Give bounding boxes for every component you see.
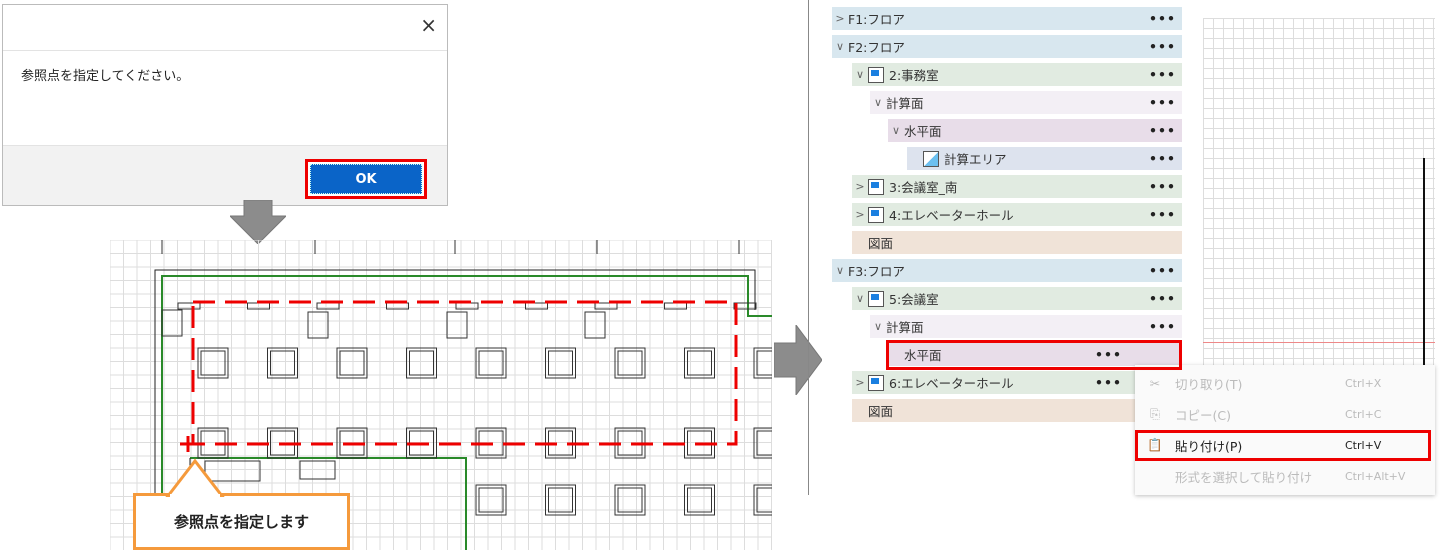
menu-item-shortcut: Ctrl+C [1345, 407, 1382, 421]
wall-line [1423, 158, 1425, 495]
menu-item-label: 切り取り(T) [1175, 376, 1243, 392]
arrow-down-icon [230, 200, 286, 244]
more-icon[interactable]: ••• [1095, 347, 1122, 362]
tree-node-label: F1:フロア [848, 12, 905, 27]
tree-view: >F1:フロア•••∨F2:フロア•••∨2:事務室•••∨計算面•••∨水平面… [832, 7, 1182, 432]
tree-node-label: 計算面 [886, 320, 924, 335]
more-icon[interactable]: ••• [1149, 39, 1176, 54]
room-icon [868, 206, 884, 223]
tree-node[interactable]: ∨ 2:事務室 ••• [852, 63, 1182, 86]
tree-node-label: 2:事務室 [889, 68, 939, 83]
room-icon [868, 66, 884, 83]
calc-area-icon [923, 150, 939, 167]
callout-reference-point: 参照点を指定します [133, 493, 350, 550]
tree-node-label: 計算面 [886, 96, 924, 111]
tree-node-label: 図面 [868, 236, 894, 251]
arrow-right-icon [774, 325, 822, 395]
tree-node[interactable]: 計算エリア ••• [907, 147, 1182, 170]
more-icon[interactable]: ••• [1149, 11, 1176, 26]
message-dialog: × 参照点を指定してください。 OK [2, 4, 448, 206]
room-icon [868, 178, 884, 195]
tree-node-label: 6:エレベーターホール [889, 376, 1014, 391]
menu-item[interactable]: ✂ 切り取り(T) Ctrl+X [1135, 370, 1435, 396]
tree-node-label: F3:フロア [848, 264, 905, 279]
menu-item[interactable]: 形式を選択して貼り付け Ctrl+Alt+V [1135, 463, 1435, 489]
tree-node[interactable]: >6:エレベーターホール ••• [852, 371, 1182, 394]
chevron-icon[interactable]: > [855, 180, 865, 193]
tree-node[interactable]: >3:会議室_南 ••• [852, 175, 1182, 198]
tree-node[interactable]: 図面 [852, 231, 1182, 254]
tree-node[interactable]: 水平面 ••• [888, 343, 1182, 366]
chevron-icon[interactable]: ∨ [855, 68, 865, 81]
close-icon[interactable]: × [420, 13, 437, 37]
chevron-icon[interactable]: ∨ [873, 96, 883, 109]
tree-node-label: 水平面 [904, 348, 942, 363]
menu-item-shortcut: Ctrl+V [1345, 438, 1382, 452]
chevron-icon[interactable]: ∨ [891, 124, 901, 137]
room-icon [868, 374, 884, 391]
highlight-selected-node [886, 340, 1182, 370]
tree-node[interactable]: ∨水平面 ••• [888, 119, 1182, 142]
chevron-icon[interactable]: ∨ [835, 264, 845, 277]
more-icon[interactable]: ••• [1149, 319, 1176, 334]
tree-node[interactable]: ∨F2:フロア ••• [832, 35, 1182, 58]
tree-node-label: 水平面 [904, 124, 942, 139]
menu-item-label: 形式を選択して貼り付け [1175, 469, 1313, 485]
menu-item-label: 貼り付け(P) [1175, 438, 1243, 454]
tree-node[interactable]: ∨計算面 ••• [870, 91, 1182, 114]
tree-node[interactable]: 図面 [852, 399, 1182, 422]
chevron-icon[interactable]: ∨ [835, 40, 845, 53]
menu-item[interactable]: 📋 貼り付け(P) Ctrl+V [1135, 432, 1435, 458]
menu-item-shortcut: Ctrl+Alt+V [1345, 469, 1406, 483]
more-icon[interactable]: ••• [1149, 263, 1176, 278]
tree-node[interactable]: ∨F3:フロア ••• [832, 259, 1182, 282]
tree-node-label: 図面 [868, 404, 894, 419]
chevron-icon[interactable]: > [855, 376, 865, 389]
tree-node-label: 計算エリア [944, 152, 1007, 167]
menu-item-label: コピー(C) [1175, 407, 1231, 423]
menu-item-shortcut: Ctrl+X [1345, 376, 1382, 390]
dialog-message: 参照点を指定してください。 [21, 69, 190, 84]
tree-node-label: 4:エレベーターホール [889, 208, 1014, 223]
chevron-icon[interactable]: > [835, 12, 845, 25]
highlight-paste [1135, 430, 1431, 461]
tree-node-label: F2:フロア [848, 40, 905, 55]
tree-node-label: 5:会議室 [889, 292, 939, 307]
panel-divider [808, 0, 809, 495]
more-icon[interactable]: ••• [1095, 375, 1122, 390]
more-icon[interactable]: ••• [1149, 291, 1176, 306]
tree-node[interactable]: ∨計算面 ••• [870, 315, 1182, 338]
more-icon[interactable]: ••• [1149, 95, 1176, 110]
chevron-icon[interactable]: ∨ [873, 320, 883, 333]
more-icon[interactable]: ••• [1149, 179, 1176, 194]
menu-item-icon: ⎘ [1149, 406, 1160, 421]
callout-pointer [165, 458, 225, 497]
more-icon[interactable]: ••• [1149, 123, 1176, 138]
more-icon[interactable]: ••• [1149, 67, 1176, 82]
menu-item[interactable]: ⎘ コピー(C) Ctrl+C [1135, 401, 1435, 427]
tree-node[interactable]: >4:エレベーターホール ••• [852, 203, 1182, 226]
chevron-icon[interactable]: ∨ [855, 292, 865, 305]
chevron-icon[interactable]: > [855, 208, 865, 221]
ok-label: OK [310, 164, 422, 194]
more-icon[interactable]: ••• [1149, 207, 1176, 222]
more-icon[interactable]: ••• [1149, 151, 1176, 166]
reference-line [1203, 342, 1435, 343]
menu-item-icon: 📋 [1147, 437, 1163, 452]
tree-node[interactable]: >F1:フロア ••• [832, 7, 1182, 30]
room-icon [868, 290, 884, 307]
tree-node[interactable]: ∨ 5:会議室 ••• [852, 287, 1182, 310]
tree-node-label: 3:会議室_南 [889, 180, 958, 195]
menu-item-icon: ✂ [1149, 375, 1161, 391]
divider [3, 50, 447, 51]
ok-button[interactable]: OK [305, 159, 427, 199]
